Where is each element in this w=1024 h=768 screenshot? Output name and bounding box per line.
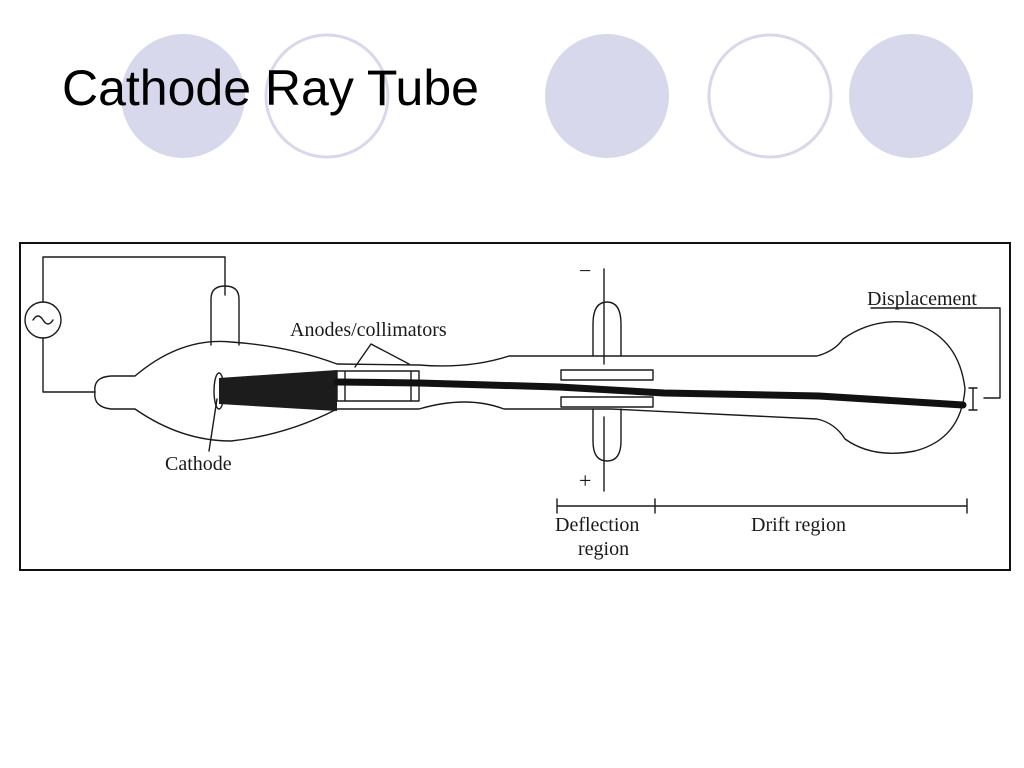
slide-title: Cathode Ray Tube bbox=[62, 60, 479, 116]
deco-circle-filled bbox=[545, 34, 669, 158]
plus-sign: + bbox=[579, 468, 591, 493]
deco-circle-outline bbox=[707, 33, 833, 159]
minus-sign: − bbox=[579, 258, 591, 283]
crt-diagram: Anodes/collimators Cathode Displacement … bbox=[24, 256, 1001, 560]
crt-diagram-frame: Anodes/collimators Cathode Displacement … bbox=[19, 242, 1011, 571]
drift-region-label: Drift region bbox=[751, 514, 846, 536]
displacement-label: Displacement bbox=[867, 288, 977, 310]
deflection-region-label: region bbox=[578, 538, 629, 560]
anode-pin bbox=[210, 285, 240, 346]
tube-envelope bbox=[94, 321, 966, 454]
deco-circle-filled bbox=[849, 34, 973, 158]
deflection-plates bbox=[560, 268, 654, 492]
anodes-label: Anodes/collimators bbox=[290, 319, 447, 341]
region-scale bbox=[556, 498, 968, 514]
electron-beam bbox=[333, 378, 967, 409]
label-leaders bbox=[208, 343, 410, 452]
ac-source-icon bbox=[24, 301, 62, 339]
cathode-label: Cathode bbox=[165, 453, 232, 475]
displacement-marker bbox=[870, 307, 1001, 411]
deco-circle-outline bbox=[264, 33, 390, 159]
deflection-label: Deflection bbox=[555, 514, 639, 536]
deco-circle-filled bbox=[121, 34, 245, 158]
electron-beam-spread bbox=[219, 370, 337, 411]
circuit-wire bbox=[42, 256, 226, 393]
decorative-circles bbox=[121, 33, 973, 159]
